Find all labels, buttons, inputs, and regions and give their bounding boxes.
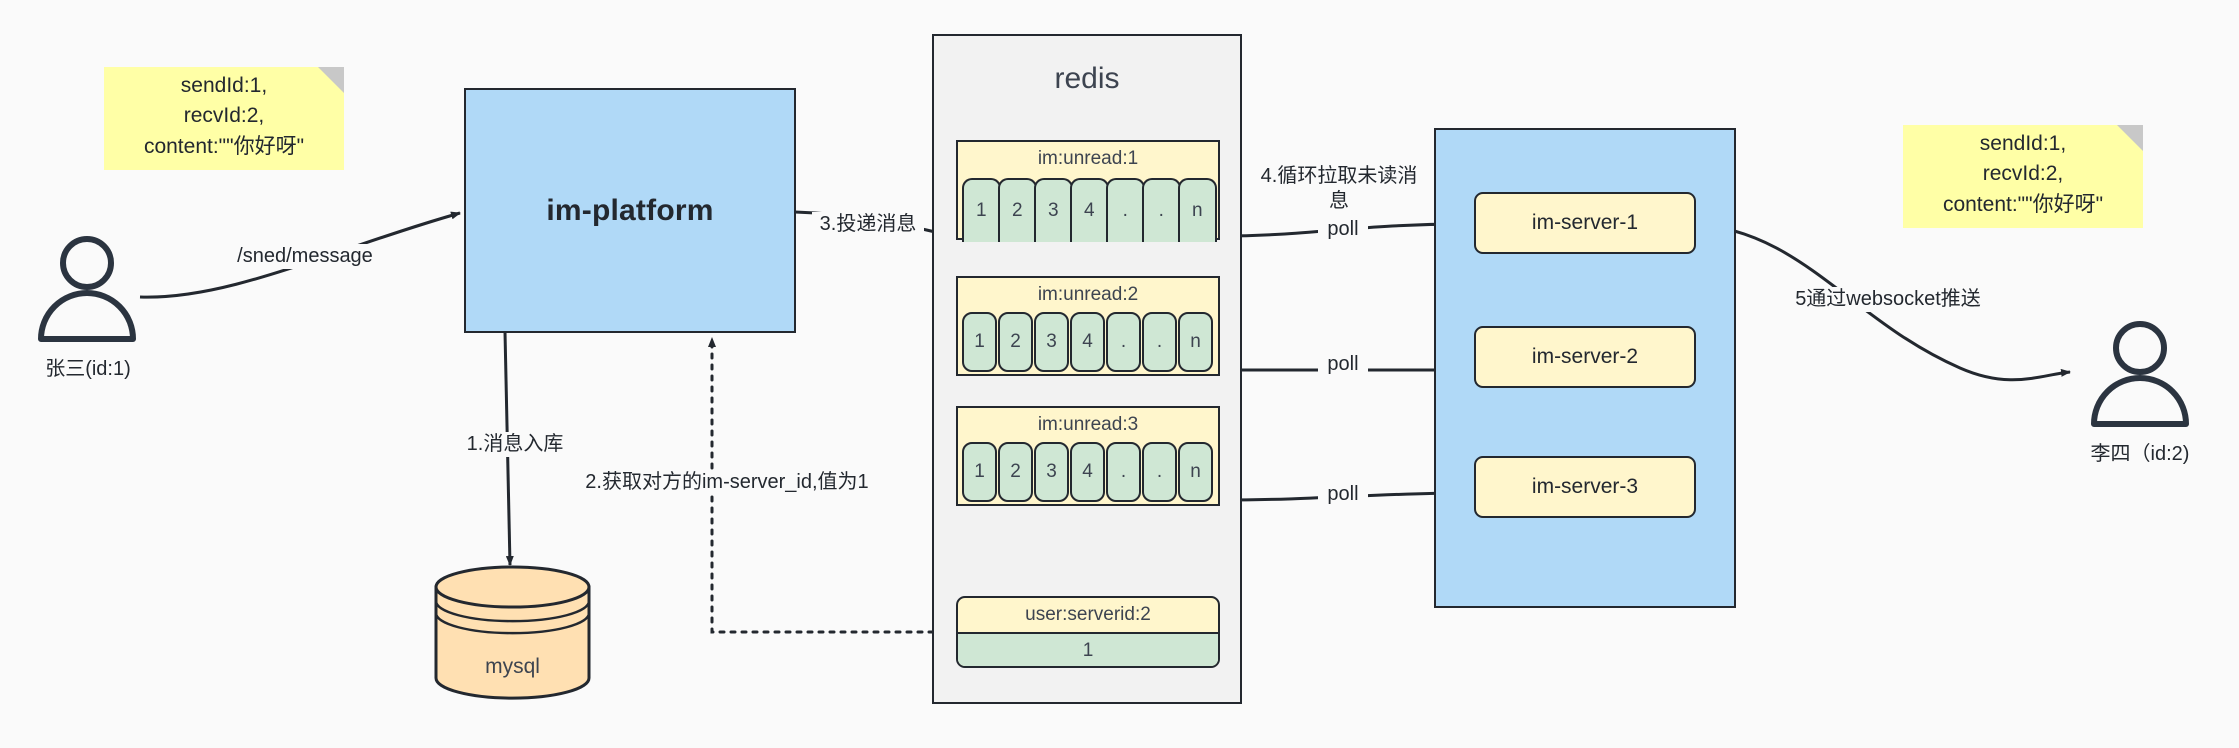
redis-list-key-1: im:unread:1 <box>1037 148 1139 169</box>
sticky-note-left-text: sendId:1, recvId:2, content:""你好呀" <box>143 73 305 158</box>
redis-cell: 2 <box>998 312 1033 372</box>
redis-cell: . <box>1142 312 1177 372</box>
redis-list-key-2: im:unread:2 <box>1037 284 1139 305</box>
edge-label-poll-2: poll <box>1318 352 1368 377</box>
redis-cell: . <box>1142 442 1177 502</box>
redis-cell: 2 <box>998 442 1033 502</box>
sticky-note-left: sendId:1, recvId:2, content:""你好呀" <box>104 67 344 170</box>
redis-cell: 2 <box>998 178 1037 242</box>
mysql-label: mysql <box>485 655 540 678</box>
edge-label-step4: 4.循环拉取未读消 息 <box>1253 164 1425 214</box>
im-server-3-label: im-server-3 <box>1531 475 1639 498</box>
im-server-2-node[interactable]: im-server-2 <box>1474 326 1696 388</box>
redis-cell: n <box>1178 178 1217 242</box>
redis-kv-key: user:serverid:2 <box>1025 604 1151 625</box>
redis-title: redis <box>1054 62 1120 95</box>
edge-label-poll-1: poll <box>1318 217 1368 242</box>
redis-cell: n <box>1178 312 1213 372</box>
im-server-1-label: im-server-1 <box>1531 211 1639 234</box>
edge-label-poll-3: poll <box>1318 482 1368 507</box>
edge-label-step3: 3.投递消息 <box>812 212 924 237</box>
im-server-3-node[interactable]: im-server-3 <box>1474 456 1696 518</box>
sticky-fold-icon <box>2117 125 2143 151</box>
redis-list-im-unread-1[interactable]: im:unread:1 1 2 3 4 . . n <box>956 140 1220 242</box>
redis-cell: n <box>1178 442 1213 502</box>
redis-kv-value: 1 <box>958 632 1218 666</box>
redis-list-key-3: im:unread:3 <box>1037 414 1139 435</box>
receiver-caption: 李四（id:2) <box>2090 443 2190 465</box>
redis-cell: 4 <box>1070 312 1105 372</box>
redis-list-im-unread-2[interactable]: im:unread:2 1 2 3 4 . . n <box>956 276 1220 376</box>
redis-cell: . <box>1142 178 1181 242</box>
redis-kv-user-serverid[interactable]: user:serverid:2 1 <box>956 596 1220 668</box>
sticky-fold-icon <box>318 67 344 93</box>
mysql-database-node[interactable] <box>430 565 595 700</box>
im-platform-node[interactable]: im-platform <box>464 88 796 333</box>
im-server-cluster[interactable]: im-server-1 im-server-2 im-server-3 <box>1434 128 1736 608</box>
redis-cell: 1 <box>962 312 997 372</box>
redis-cell: . <box>1106 442 1141 502</box>
redis-container[interactable]: redis im:unread:1 1 2 3 4 . . n im:unrea… <box>932 34 1242 704</box>
receiver-actor-icon <box>2091 321 2189 427</box>
im-platform-label: im-platform <box>546 193 714 227</box>
sticky-note-right-text: sendId:1, recvId:2, content:""你好呀" <box>1942 131 2104 216</box>
redis-cell: . <box>1106 312 1141 372</box>
redis-cell: 1 <box>962 178 1001 242</box>
redis-list-cells-1: 1 2 3 4 . . n <box>962 178 1217 242</box>
redis-list-cells-2: 1 2 3 4 . . n <box>962 312 1214 372</box>
redis-cell: . <box>1106 178 1145 242</box>
redis-list-im-unread-3[interactable]: im:unread:3 1 2 3 4 . . n <box>956 406 1220 506</box>
redis-cell: 1 <box>962 442 997 502</box>
edge-label-send-message: /sned/message <box>228 244 382 269</box>
im-server-1-node[interactable]: im-server-1 <box>1474 192 1696 254</box>
edge-label-step2: 2.获取对方的im-server_id,值为1 <box>570 470 884 495</box>
sticky-note-right: sendId:1, recvId:2, content:""你好呀" <box>1903 125 2143 228</box>
edge-label-step5: 5通过websocket推送 <box>1780 287 1996 312</box>
redis-cell: 4 <box>1070 442 1105 502</box>
edge-label-step1: 1.消息入库 <box>448 432 582 457</box>
im-server-2-label: im-server-2 <box>1531 345 1639 368</box>
redis-cell: 3 <box>1034 442 1069 502</box>
sender-actor-icon <box>38 236 136 342</box>
redis-cell: 4 <box>1070 178 1109 242</box>
redis-cell: 3 <box>1034 178 1073 242</box>
sender-caption: 张三(id:1) <box>45 358 131 380</box>
redis-list-cells-3: 1 2 3 4 . . n <box>962 442 1214 502</box>
redis-cell: 3 <box>1034 312 1069 372</box>
